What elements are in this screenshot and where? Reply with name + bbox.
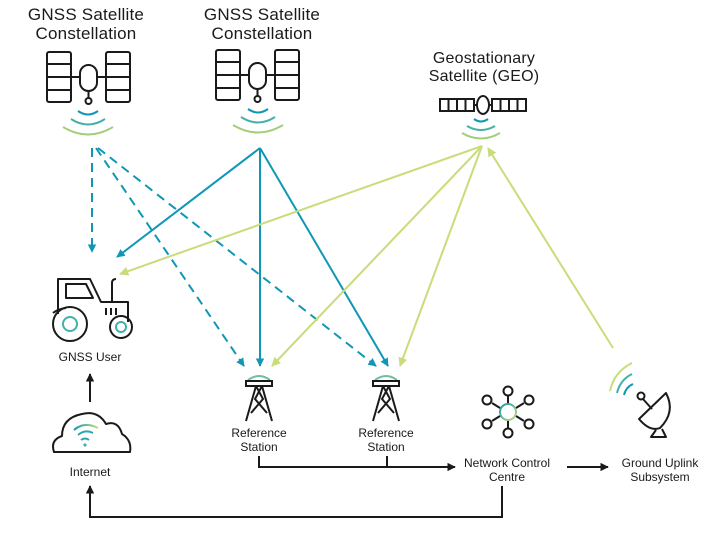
gnss-constellation-1-label: GNSS Satellite Constellation xyxy=(27,5,145,44)
link-geo-to-refstation1 xyxy=(271,145,483,367)
reference-station-1-label: Reference Station xyxy=(231,426,287,454)
geo-satellite-icon xyxy=(439,95,527,115)
ground-uplink-label: Ground Uplink Subsystem xyxy=(621,456,699,484)
geo-links xyxy=(119,145,614,367)
cloud-wifi-icon xyxy=(52,412,132,453)
gnss-dashed-links xyxy=(87,147,377,367)
antenna-tower-icon xyxy=(372,375,400,422)
geo-satellite-label: Geostationary Satellite (GEO) xyxy=(428,50,540,85)
satellite-dish-icon xyxy=(609,362,671,438)
reference-station-2-label: Reference Station xyxy=(358,426,414,454)
link-geo-to-refstation2 xyxy=(398,145,483,367)
link-ncc-to-internet xyxy=(85,485,503,518)
internet-label: Internet xyxy=(69,465,111,479)
link-geo-to-user xyxy=(119,145,483,276)
signal-waves-icon xyxy=(461,118,501,140)
satellite-icon xyxy=(46,51,131,105)
ground-links xyxy=(85,373,609,518)
link-constellation2-to-user xyxy=(116,147,261,258)
tractor-icon xyxy=(52,278,133,342)
satellite-icon xyxy=(215,49,300,103)
gnss-solid-links xyxy=(116,147,389,367)
link-refstations-to-ncc xyxy=(258,456,456,472)
link-constellation2-to-refstation2 xyxy=(259,147,389,367)
network-control-centre-label: Network Control Centre xyxy=(463,456,551,484)
gnss-constellation-2-label: GNSS Satellite Constellation xyxy=(203,5,321,44)
network-hub-icon xyxy=(481,385,535,439)
link-uplink-to-geo xyxy=(487,147,614,349)
gnss-user-label: GNSS User xyxy=(58,350,122,364)
antenna-tower-icon xyxy=(245,375,273,422)
signal-waves-icon xyxy=(62,110,114,136)
link-constellation1-to-refstation2 xyxy=(97,147,377,367)
signal-waves-icon xyxy=(232,108,284,134)
